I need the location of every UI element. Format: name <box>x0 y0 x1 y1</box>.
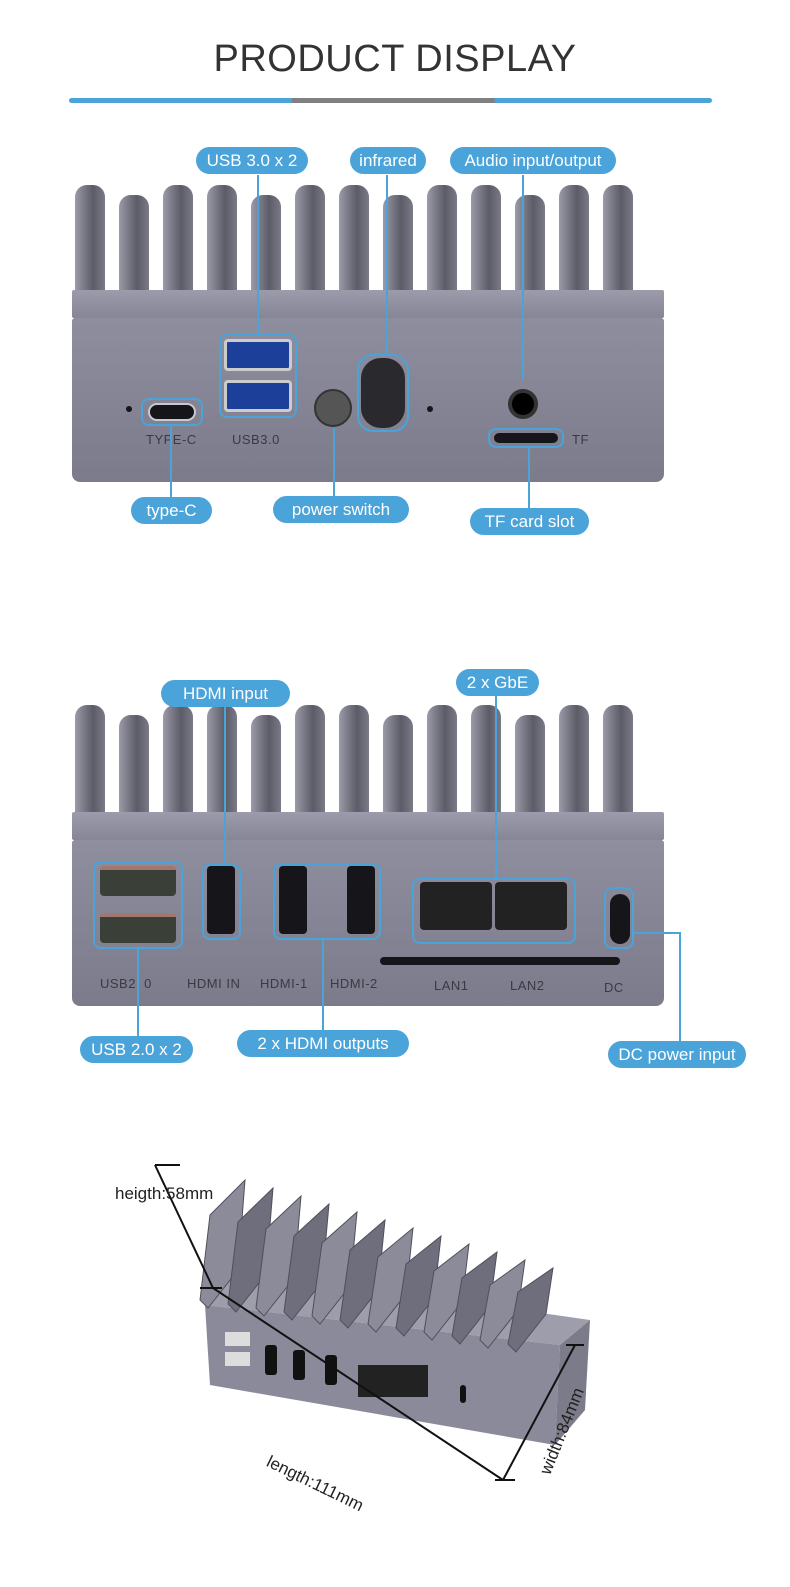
led-dot <box>427 406 433 412</box>
callout-usb3: USB 3.0 x 2 <box>196 147 308 174</box>
callout-usb2: USB 2.0 x 2 <box>80 1036 193 1063</box>
height-dimension: heigth:58mm <box>115 1184 214 1203</box>
lan2-port <box>495 882 567 930</box>
heatsink-fin <box>423 1242 470 1341</box>
heatsink-fin <box>75 185 105 293</box>
heatsink-fin <box>75 705 105 815</box>
heatsink-fin <box>339 185 369 293</box>
panel-label-lan1: LAN1 <box>434 978 469 993</box>
callout-hdmi-outputs: 2 x HDMI outputs <box>237 1030 409 1057</box>
heatsink-fin <box>119 195 149 293</box>
callout-tf-card: TF card slot <box>470 508 589 535</box>
dc-port <box>610 894 630 944</box>
heatsink-fin <box>383 715 413 815</box>
heatsink-fin <box>383 195 413 293</box>
heatsink-fin <box>119 715 149 815</box>
heatsink-fin <box>507 1266 554 1353</box>
heatsink-fin <box>427 185 457 293</box>
usb3-port-1 <box>224 339 292 371</box>
highlight-usb3 <box>219 334 297 418</box>
highlight-lan <box>412 878 576 944</box>
callout-audio: Audio input/output <box>450 147 616 174</box>
heatsink-fin <box>515 195 545 293</box>
hdmi-1-port <box>279 866 307 934</box>
heatsink-fin <box>559 705 589 815</box>
heatsink-fin <box>295 185 325 293</box>
heatsink-fin <box>603 705 633 815</box>
highlight-dc <box>604 887 634 949</box>
heatsink-fin <box>207 705 237 815</box>
heatsink-fins <box>75 705 640 815</box>
usb3-port-2 <box>224 380 292 412</box>
heatsink-fin <box>603 185 633 293</box>
highlight-hdmi-in <box>202 864 241 940</box>
callout-dc-power: DC power input <box>608 1041 746 1068</box>
highlight-infrared <box>357 354 409 432</box>
divider-right <box>494 98 712 103</box>
heatsink-fin <box>395 1234 442 1337</box>
heatsink-fin <box>515 715 545 815</box>
heatsink-fin <box>479 1258 526 1349</box>
highlight-usb2 <box>93 861 183 949</box>
heatsink-base <box>72 290 664 318</box>
led-dot <box>126 406 132 412</box>
usb2-port-2 <box>100 913 176 943</box>
heatsink-fin <box>295 705 325 815</box>
divider-left <box>69 98 299 103</box>
vent-slot <box>380 957 620 965</box>
typec-port <box>148 403 196 421</box>
panel-label-dc: DC <box>604 980 624 995</box>
highlight-typec <box>141 398 203 426</box>
hdmi-2-port <box>347 866 375 934</box>
panel-label-usb3: USB3.0 <box>232 432 280 447</box>
heatsink-fin <box>427 705 457 815</box>
heatsink-fin <box>251 715 281 815</box>
hdmi-in-port <box>207 866 235 934</box>
divider-center <box>292 98 498 103</box>
panel-label-hdmi-in: HDMI IN <box>187 976 241 991</box>
device-isometric-illustration <box>154 1164 590 1481</box>
heatsink-fin <box>339 705 369 815</box>
tf-card-slot <box>494 433 558 443</box>
heatsink-fin <box>251 195 281 293</box>
panel-label-hdmi-1: HDMI-1 <box>260 976 308 991</box>
audio-jack <box>508 389 538 419</box>
heatsink-fin <box>471 185 501 293</box>
page-title: PRODUCT DISPLAY <box>213 38 577 80</box>
lan1-port <box>420 882 492 930</box>
heatsink-fins <box>75 185 640 293</box>
heatsink-fin <box>559 185 589 293</box>
callout-hdmi-input: HDMI input <box>161 680 290 707</box>
heatsink-fin <box>451 1250 498 1345</box>
power-button <box>314 389 352 427</box>
callout-infrared: infrared <box>350 147 426 174</box>
highlight-hdmi-out <box>273 863 381 940</box>
heatsink-fin <box>163 185 193 293</box>
highlight-tf <box>488 428 564 448</box>
callout-gbe: 2 x GbE <box>456 669 539 696</box>
callout-typec: type-C <box>131 497 212 524</box>
panel-label-hdmi-2: HDMI-2 <box>330 976 378 991</box>
heatsink-fin <box>163 705 193 815</box>
heatsink-fin <box>207 185 237 293</box>
panel-label-usb2: USB2. 0 <box>100 976 152 991</box>
panel-label-lan2: LAN2 <box>510 978 545 993</box>
heatsink-base <box>72 812 664 840</box>
panel-label-tf: TF <box>572 432 589 447</box>
callout-power-switch: power switch <box>273 496 409 523</box>
usb2-port-1 <box>100 866 176 896</box>
